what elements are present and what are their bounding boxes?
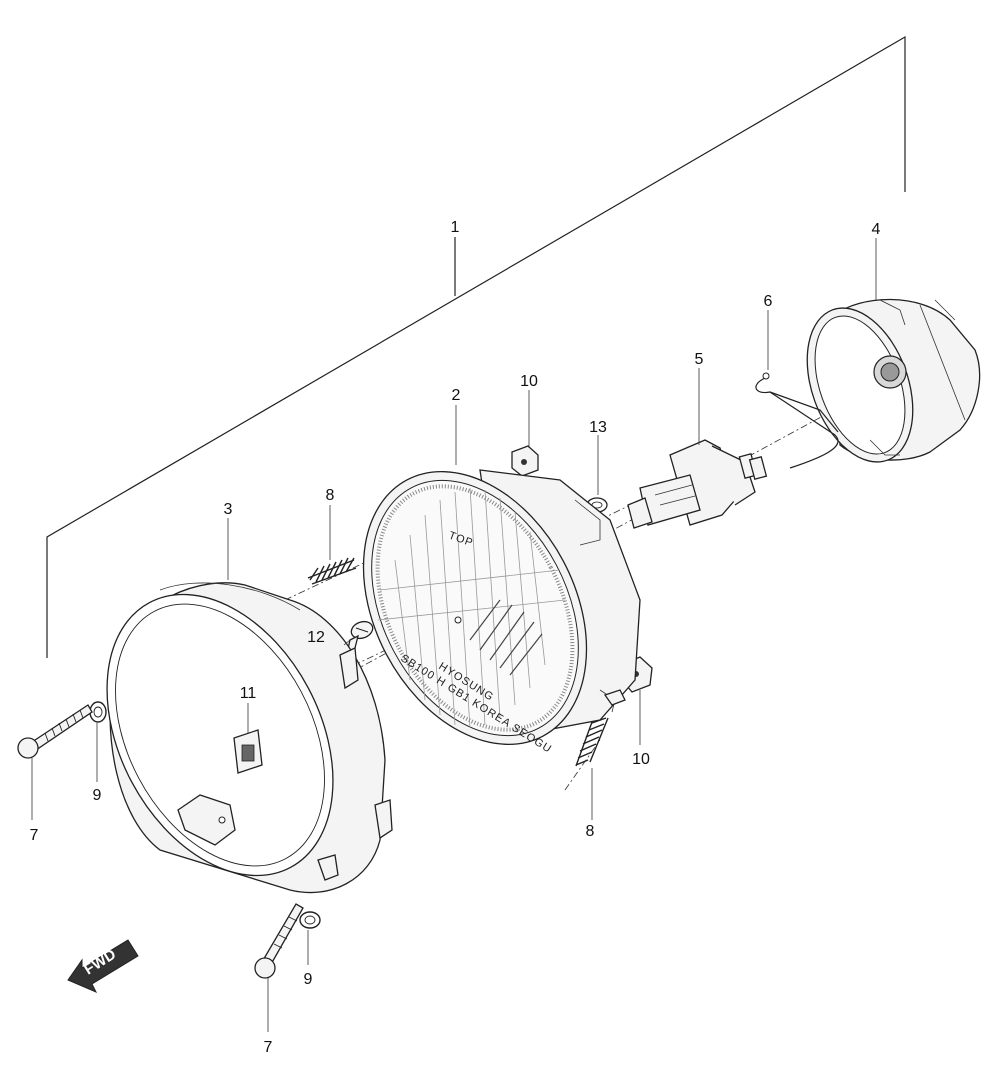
spring-upper (307, 557, 357, 585)
callout-11: 11 (240, 685, 257, 702)
washer-lower (299, 911, 321, 929)
rubber-damper (233, 729, 263, 774)
callout-8-upper: 8 (326, 487, 335, 504)
callout-4: 4 (872, 221, 881, 238)
callout-6: 6 (764, 293, 773, 310)
callout-9-lower: 9 (304, 971, 313, 988)
headlight-socket-cover (806, 298, 981, 463)
bolt-lower (254, 903, 304, 979)
callout-1: 1 (451, 219, 460, 236)
headlight-bulb (627, 439, 768, 529)
headlight-unit: TOP HYOSUNG SB100 H GB1 KOREA SEOGU (362, 469, 641, 756)
headlight-rim (106, 582, 393, 894)
callout-7-lower: 7 (264, 1039, 273, 1056)
callout-3: 3 (224, 501, 233, 518)
assembly-bracket (46, 35, 906, 658)
washer-upper (89, 701, 107, 723)
bolt-upper (17, 704, 93, 759)
spring-lower (575, 717, 609, 767)
callout-10-upper: 10 (520, 373, 538, 390)
bulb-retaining-spring (755, 372, 839, 469)
callout-8-lower: 8 (586, 823, 595, 840)
callout-10-lower: 10 (632, 751, 650, 768)
leader-lines (31, 238, 877, 1032)
fwd-direction-arrow: FWD (67, 939, 139, 993)
callout-13: 13 (589, 419, 607, 436)
rubber-nut-upper (511, 445, 539, 477)
callout-5: 5 (695, 351, 704, 368)
callout-7-upper: 7 (30, 827, 39, 844)
callout-12: 12 (307, 629, 325, 646)
callout-numbers: 1 2 3 4 5 6 7 7 8 8 9 9 10 10 11 12 13 (30, 219, 881, 1056)
callout-9-upper: 9 (93, 787, 102, 804)
callout-2: 2 (452, 387, 461, 404)
